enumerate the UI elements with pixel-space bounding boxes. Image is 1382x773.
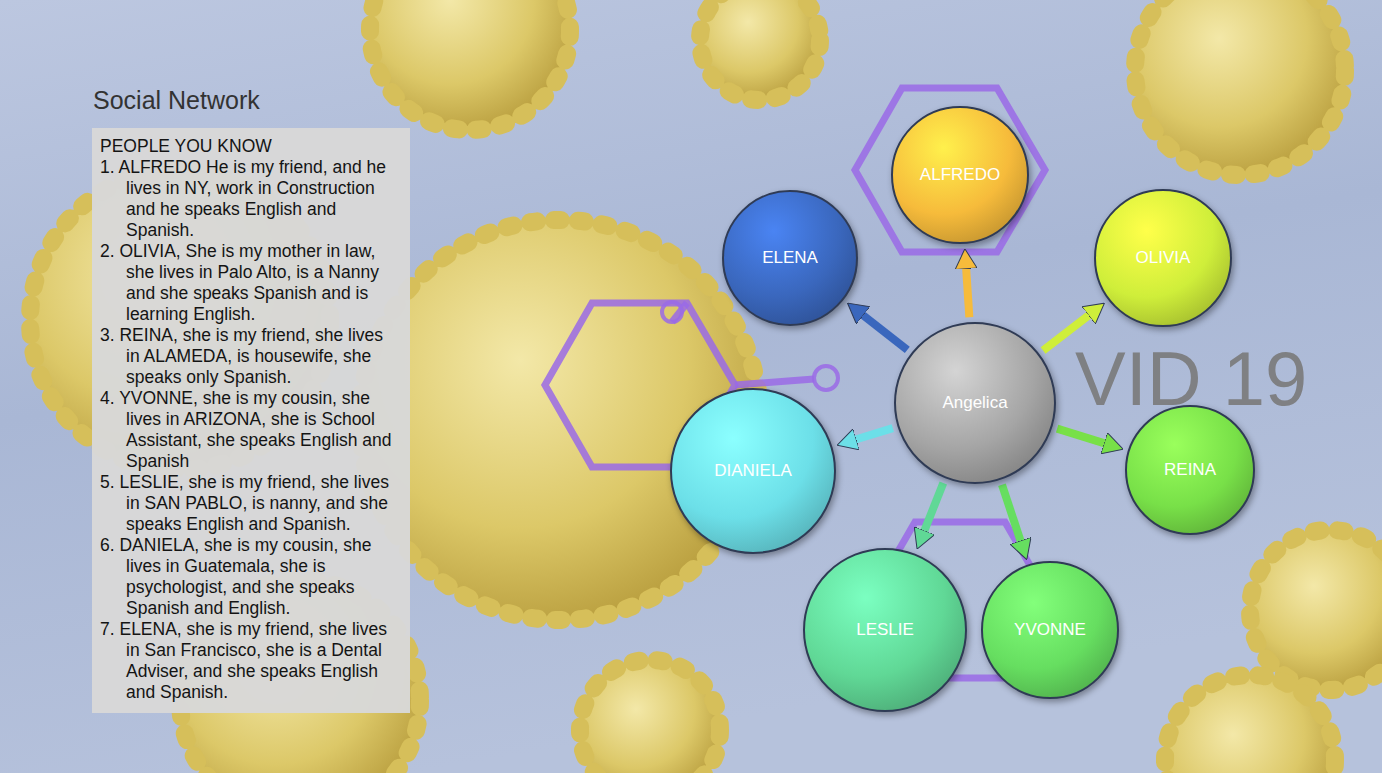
circle-outline bbox=[895, 323, 1055, 483]
circle-outline bbox=[892, 107, 1028, 243]
arrow-connector bbox=[966, 265, 969, 317]
virus-spheres bbox=[30, 0, 1382, 773]
person-circle: YVONNE bbox=[980, 560, 1120, 700]
person-name: ELENA bbox=[762, 248, 818, 268]
list-item: 4. YVONNE, she is my cousin, she lives i… bbox=[100, 388, 400, 472]
person-circle: LESLIE bbox=[802, 547, 968, 713]
circle-outline bbox=[1095, 190, 1231, 326]
arrow-connector bbox=[860, 313, 907, 350]
arrow-connector bbox=[1002, 485, 1022, 545]
list-item: 6. DANIELA, she is my cousin, she lives … bbox=[100, 535, 400, 619]
list-item: 3. REINA, she is my friend, she lives in… bbox=[100, 325, 400, 388]
arrow-connector bbox=[1057, 429, 1108, 445]
person-name: REINA bbox=[1164, 460, 1216, 480]
list-item: 5. LESLIE, she is my friend, she lives i… bbox=[100, 472, 400, 535]
slide-title: Social Network bbox=[93, 86, 260, 115]
list-item: 7. ELENA, she is my friend, she lives in… bbox=[100, 619, 400, 703]
circle-outline bbox=[804, 549, 966, 711]
person-name: Angelica bbox=[942, 393, 1007, 413]
person-circle: OLIVIA bbox=[1093, 188, 1233, 328]
person-circle: REINA bbox=[1124, 404, 1256, 536]
person-circle: ELENA bbox=[721, 189, 859, 327]
person-circle: ALFREDO bbox=[890, 105, 1030, 245]
arrow-connector bbox=[923, 483, 943, 534]
person-circle: Angelica bbox=[893, 321, 1057, 485]
person-name: DIANIELA bbox=[714, 461, 791, 481]
circle-outline bbox=[1126, 406, 1254, 534]
list-item: 2. OLIVIA, She is my mother in law, she … bbox=[100, 241, 400, 325]
person-name: OLIVIA bbox=[1136, 248, 1191, 268]
panel-heading: PEOPLE YOU KNOW bbox=[100, 136, 400, 157]
circle-outline bbox=[723, 191, 857, 325]
person-name: YVONNE bbox=[1014, 620, 1086, 640]
circle-outline bbox=[671, 389, 835, 553]
person-circle: DIANIELA bbox=[669, 387, 837, 555]
person-name: ALFREDO bbox=[920, 165, 1000, 185]
arrow-connector bbox=[852, 428, 892, 440]
text-panel: PEOPLE YOU KNOW1. ALFREDO He is my frien… bbox=[92, 128, 410, 713]
person-name: LESLIE bbox=[856, 620, 914, 640]
list-item: 1. ALFREDO He is my friend, and he lives… bbox=[100, 157, 400, 241]
circle-outline bbox=[982, 562, 1118, 698]
